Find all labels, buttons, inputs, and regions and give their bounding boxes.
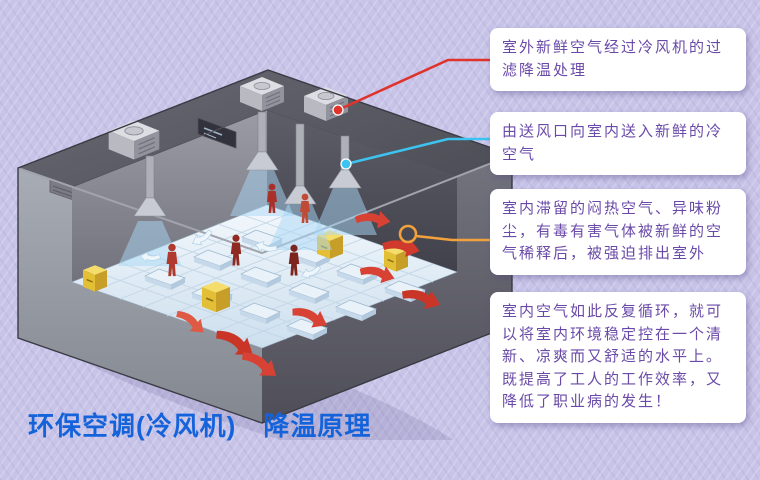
air-ducts-and-diffusers	[118, 111, 377, 266]
callout-cold-air-supply: 由送风口向室内送入新鲜的冷空气	[490, 112, 746, 175]
cooling-diagram-illustration	[17, 69, 513, 440]
interior-back-left-wall	[72, 110, 267, 282]
air-diffuser	[230, 111, 294, 216]
callout-exhaust-stale-air: 室内滞留的闷热空气、异味粉尘，有毒有害气体被新鲜的空气稀释后，被强迫排出室外	[490, 189, 746, 275]
callout-text: 室内空气如此反复循环，就可以将室内环境稳定控在一个清新、凉爽而又舒适的水平上。既…	[502, 303, 724, 410]
callout-text: 室内滞留的闷热空气、异味粉尘，有毒有害气体被新鲜的空气稀释后，被强迫排出室外	[502, 200, 724, 262]
air-diffuser	[268, 123, 332, 250]
callout-text: 由送风口向室内送入新鲜的冷空气	[502, 123, 724, 163]
air-diffuser	[313, 135, 377, 235]
callout-outdoor-air-filtered: 室外新鲜空气经过冷风机的过滤降温处理	[490, 28, 746, 91]
air-diffuser	[118, 155, 182, 266]
page-title: 环保空调(冷风机) 降温原理	[28, 411, 372, 441]
parapet-front-edge	[17, 154, 513, 255]
callout-text: 室外新鲜空气经过冷风机的过滤降温处理	[502, 39, 724, 79]
callout-circulation-benefit: 室内空气如此反复循环，就可以将室内环境稳定控在一个清新、凉爽而又舒适的水平上。既…	[490, 292, 746, 423]
